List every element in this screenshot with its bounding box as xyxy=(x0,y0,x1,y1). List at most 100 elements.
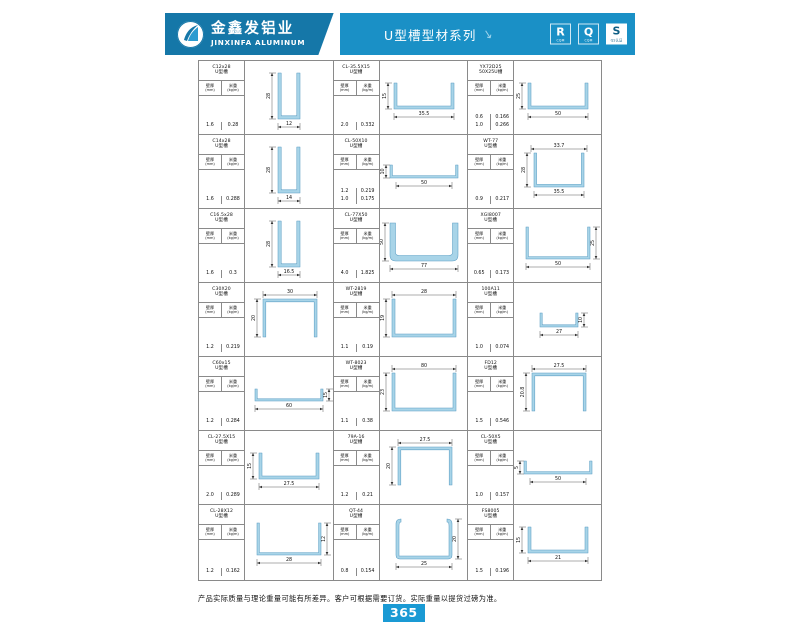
spec-panel: C30X20 U型槽 壁厚(mm) 米重(kg/m) 1.2 xyxy=(199,283,245,356)
model-code: C16.5x28 xyxy=(210,212,233,218)
weight-value: 0.284 xyxy=(226,419,240,424)
weight-value: 0.19 xyxy=(362,345,373,350)
profile-cell-QT-44[interactable]: QT-44 U型槽 壁厚(mm) 米重(kg/m) 0.8 xyxy=(333,505,469,580)
thickness-header: 壁厚(mm) xyxy=(334,81,357,95)
profile-drawing-C14x28: 14 28 xyxy=(245,135,333,208)
model-code: WT-77 xyxy=(483,138,499,144)
spec-panel: FS8005 U型槽 壁厚(mm) 米重(kg/m) 1.5 xyxy=(468,505,515,580)
profile-cell-CL-35.5X15[interactable]: CL-35.5X15 U型槽 壁厚(mm) 米重(kg/m) 2.0 xyxy=(333,61,469,134)
svg-text:28: 28 xyxy=(266,241,272,247)
weight-header: 米重(kg/m) xyxy=(361,452,374,462)
spec-header-row: 壁厚(mm) 米重(kg/m) xyxy=(333,525,379,540)
thickness-header: 壁厚(mm) xyxy=(199,229,222,243)
weight-value: 0.173 xyxy=(495,271,510,276)
model-type: U型槽 xyxy=(484,365,498,371)
weight-header: 米重(kg/m) xyxy=(496,452,508,462)
model-label: WT-2819 U型槽 xyxy=(333,283,379,303)
spec-value-row: 1.0 0.175 xyxy=(334,196,379,204)
model-code: CL-27.5X15 xyxy=(207,434,236,440)
spec-panel: 79A-16 U型槽 壁厚(mm) 米重(kg/m) 1.2 xyxy=(333,431,380,504)
table-row: C14x28 U型槽 壁厚(mm) 米重(kg/m) 1.6 xyxy=(199,135,601,209)
profile-cell-CL-50X5[interactable]: CL-50X5 U型槽 壁厚(mm) 米重(kg/m) 1.0 xyxy=(468,431,603,504)
spec-value-row: 1.2 0.21 xyxy=(334,492,379,500)
profile-cell-FS8005[interactable]: FS8005 U型槽 壁厚(mm) 米重(kg/m) 1.5 xyxy=(468,505,603,580)
spec-values: 1.6 0.28 xyxy=(199,96,244,134)
page-header-banner: 金鑫发铝业 JINXINFA ALUMINUM U型槽型材系列 ↘ R CQM … xyxy=(165,13,635,55)
profile-cell-XGI8007[interactable]: XGI8007 U型槽 壁厚(mm) 米重(kg/m) 0.65 xyxy=(468,209,603,282)
svg-text:15: 15 xyxy=(516,537,522,543)
model-type: U型槽 xyxy=(484,291,498,297)
spec-values: 0.9 0.217 xyxy=(468,170,513,208)
weight-value: 0.266 xyxy=(495,123,510,128)
model-type: U型槽 xyxy=(349,69,363,75)
table-row: C60x15 U型槽 壁厚(mm) 米重(kg/m) 1.2 xyxy=(199,357,601,431)
spec-value-row: 1.1 0.38 xyxy=(334,418,379,426)
thickness-value: 2.0 xyxy=(334,122,357,130)
spec-value-row: 0.6 0.166 xyxy=(468,114,513,122)
model-label: FD12 U型槽 xyxy=(468,357,514,377)
model-code: XGI8007 xyxy=(480,212,501,218)
profile-drawing-WT-77: 33.7 35.5 28 xyxy=(514,135,603,208)
spec-header-row: 壁厚(mm) 米重(kg/m) xyxy=(199,451,244,466)
cert-sub: QS认证 xyxy=(610,38,623,43)
cert-badge-r: R CQM xyxy=(550,23,571,45)
profile-cell-C14x28[interactable]: C14x28 U型槽 壁厚(mm) 米重(kg/m) 1.6 xyxy=(199,135,334,208)
profile-cell-CL-50X10[interactable]: CL-50X10 U型槽 壁厚(mm) 米重(kg/m) 1.2 xyxy=(333,135,469,208)
profile-drawing-C16.5x28: 16.5 28 xyxy=(245,209,333,282)
profile-cell-C12x28[interactable]: C12x28 U型槽 壁厚(mm) 米重(kg/m) 1.6 xyxy=(199,61,334,134)
thickness-header: 壁厚(mm) xyxy=(334,377,357,391)
spec-panel: WT-8023 U型槽 壁厚(mm) 米重(kg/m) 1.1 xyxy=(333,357,380,430)
model-label: CL-50X10 U型槽 xyxy=(333,135,379,155)
profile-cell-YX72D25[interactable]: YX72D25 50X25U槽 壁厚(mm) 米重(kg/m) 0.6 xyxy=(468,61,603,134)
svg-text:20: 20 xyxy=(452,536,458,542)
svg-text:35.5: 35.5 xyxy=(418,111,429,117)
arrow-down-right-icon: ↘ xyxy=(481,26,494,42)
profile-cell-WT-8023[interactable]: WT-8023 U型槽 壁厚(mm) 米重(kg/m) 1.1 xyxy=(333,357,469,430)
svg-text:80: 80 xyxy=(421,363,427,369)
model-type: U型槽 xyxy=(215,439,228,445)
model-type: U型槽 xyxy=(215,217,228,223)
spec-values: 1.1 0.19 xyxy=(334,318,379,356)
weight-value: 0.38 xyxy=(362,419,373,424)
svg-text:27.5: 27.5 xyxy=(419,437,430,443)
model-type: U型槽 xyxy=(215,291,228,297)
thickness-header: 壁厚(mm) xyxy=(199,81,222,95)
profile-cell-C60x15[interactable]: C60x15 U型槽 壁厚(mm) 米重(kg/m) 1.2 xyxy=(199,357,334,430)
profile-cell-WT-2819[interactable]: WT-2819 U型槽 壁厚(mm) 米重(kg/m) 1.1 xyxy=(333,283,469,356)
profile-drawing-XGI8007: 50 25 xyxy=(514,209,603,282)
weight-value: 0.219 xyxy=(226,345,240,350)
thickness-value: 1.1 xyxy=(334,344,357,352)
cert-glyph: R xyxy=(556,25,565,38)
model-label: C60x15 U型槽 xyxy=(199,357,244,377)
brand-block: 金鑫发铝业 JINXINFA ALUMINUM xyxy=(165,13,340,55)
profile-cell-C16.5x28[interactable]: C16.5x28 U型槽 壁厚(mm) 米重(kg/m) 1.6 xyxy=(199,209,334,282)
weight-header: 米重(kg/m) xyxy=(496,230,508,240)
weight-header: 米重(kg/m) xyxy=(227,82,239,92)
model-code: 100A11 xyxy=(481,286,500,292)
profile-cell-C30X20[interactable]: C30X20 U型槽 壁厚(mm) 米重(kg/m) 1.2 xyxy=(199,283,334,356)
model-type: U型槽 xyxy=(215,513,228,519)
profile-cell-79A-16[interactable]: 79A-16 U型槽 壁厚(mm) 米重(kg/m) 1.2 xyxy=(333,431,469,504)
svg-text:27.5: 27.5 xyxy=(554,363,565,369)
profile-cell-WT-77[interactable]: WT-77 U型槽 壁厚(mm) 米重(kg/m) 0.9 xyxy=(468,135,603,208)
spec-header-row: 壁厚(mm) 米重(kg/m) xyxy=(333,81,379,96)
profile-drawing-FS8005: 21 15 xyxy=(514,505,603,580)
cert-badge-s: S QS认证 xyxy=(606,23,627,45)
spec-value-row: 0.9 0.217 xyxy=(468,196,513,204)
svg-text:12: 12 xyxy=(286,121,292,127)
profile-cell-CL-28X12[interactable]: CL-28X12 U型槽 壁厚(mm) 米重(kg/m) 1.2 xyxy=(199,505,334,580)
svg-text:28: 28 xyxy=(266,167,272,173)
thickness-value: 1.2 xyxy=(199,568,222,576)
profile-drawing-C30X20: 30 20 xyxy=(245,283,333,356)
spec-header-row: 壁厚(mm) 米重(kg/m) xyxy=(333,155,379,170)
weight-value: 0.288 xyxy=(226,197,240,202)
profile-cell-FD12[interactable]: FD12 U型槽 壁厚(mm) 米重(kg/m) 1.5 0 xyxy=(468,357,603,430)
brand-name-cn: 金鑫发铝业 xyxy=(211,20,295,37)
profile-cell-CL-77X50[interactable]: CL-77X50 U型槽 壁厚(mm) 米重(kg/m) 4.0 xyxy=(333,209,469,282)
thickness-header: 壁厚(mm) xyxy=(468,303,492,317)
profile-cell-CL-27.5X15[interactable]: CL-27.5X15 U型槽 壁厚(mm) 米重(kg/m) 2.0 xyxy=(199,431,334,504)
weight-header: 米重(kg/m) xyxy=(227,304,239,314)
profile-cell-100A11[interactable]: 100A11 U型槽 壁厚(mm) 米重(kg/m) 1.0 xyxy=(468,283,603,356)
footer-note: 产品实际质量与理论重量可能有所差异。客户可根据需要订货。实际重量以提货过磅为准。 xyxy=(198,594,502,603)
weight-header: 米重(kg/m) xyxy=(361,82,374,92)
